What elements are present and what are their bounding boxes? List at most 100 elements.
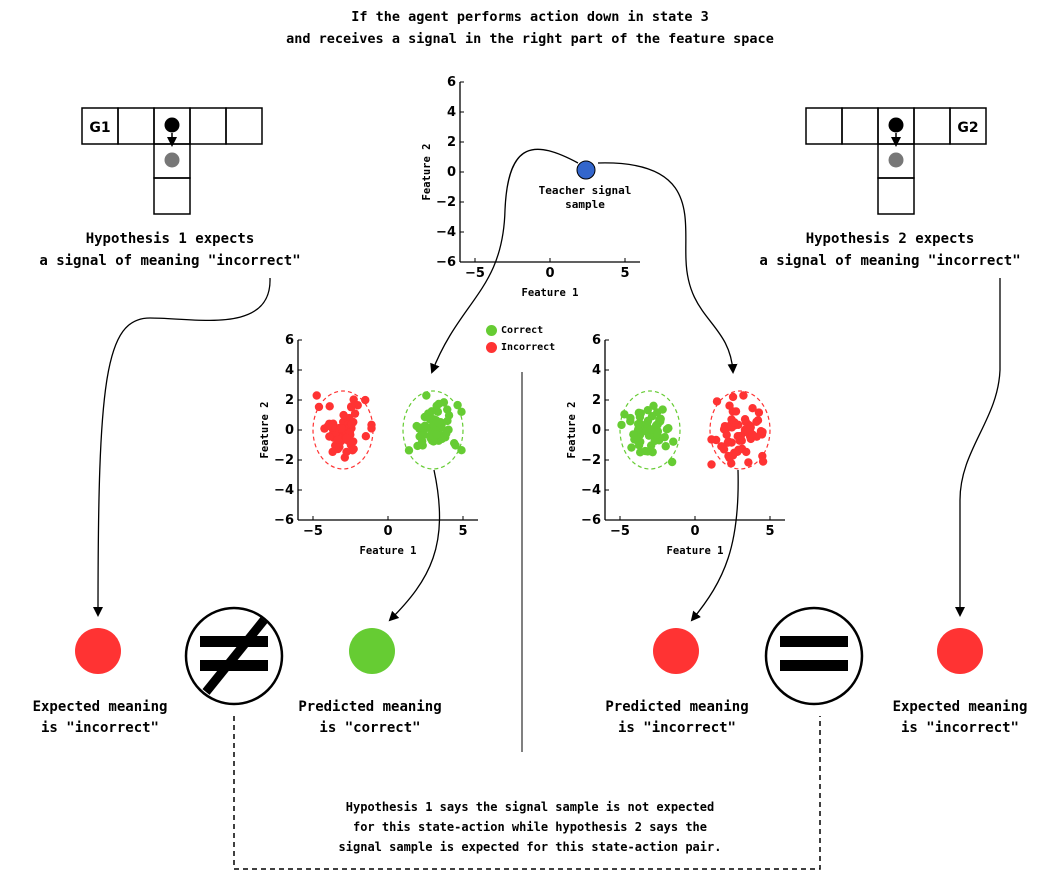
incorrect-point — [735, 436, 744, 445]
y-tick-label: −2 — [581, 453, 601, 468]
incorrect-point — [314, 402, 324, 412]
correct-point — [432, 430, 441, 439]
legend-correct-swatch — [486, 325, 497, 336]
incorrect-point — [707, 435, 716, 444]
y-tick-label: −6 — [436, 255, 456, 270]
correct-point — [453, 400, 462, 410]
conclusion-line-1: Hypothesis 1 says the signal sample is n… — [345, 800, 715, 814]
correct-cluster-boundary — [619, 390, 681, 470]
y-tick-label: 4 — [447, 105, 456, 120]
incorrect-point — [758, 427, 767, 437]
correct-point — [620, 410, 629, 419]
correct-point — [633, 419, 643, 429]
y-tick-label: 4 — [285, 363, 294, 378]
y-axis-label: Feature 2 — [421, 144, 433, 201]
correct-point — [429, 437, 438, 446]
incorrect-point — [731, 407, 741, 416]
arrow-h1-plot-to-predicted — [388, 469, 441, 622]
correct-point — [419, 430, 429, 440]
grid-cell — [913, 107, 951, 145]
correct-point — [658, 405, 667, 414]
correct-point — [442, 429, 451, 438]
x-tick-label: 5 — [765, 524, 774, 539]
y-tick-label: 6 — [285, 333, 294, 348]
expected-meaning-right-line-1: Expected meaning — [892, 699, 1028, 715]
arrow-teacher-to-h1-plot — [430, 148, 579, 374]
incorrect-point — [342, 433, 351, 443]
y-tick-label: 0 — [285, 423, 294, 438]
x-axis-label: Feature 1 — [667, 545, 724, 557]
goal-label-g2: G2 — [957, 120, 978, 136]
x-tick-label: −5 — [465, 266, 485, 281]
title-line-2: and receives a signal in the right part … — [286, 31, 774, 47]
legend: Correct Incorrect — [486, 325, 566, 359]
incorrect-point — [712, 397, 722, 406]
incorrect-point — [728, 392, 738, 402]
agent-next-left — [164, 152, 180, 168]
correct-point — [422, 391, 431, 400]
goal-label-g1: G1 — [89, 120, 110, 136]
conclusion-line-3: signal sample is expected for this state… — [338, 840, 722, 854]
y-tick-label: −6 — [274, 513, 294, 528]
incorrect-point — [333, 435, 343, 444]
y-tick-label: −4 — [581, 483, 601, 498]
x-tick-label: 0 — [545, 266, 554, 281]
agent-current-left — [164, 117, 180, 133]
correct-point — [457, 407, 466, 417]
y-tick-label: −6 — [581, 513, 601, 528]
correct-point — [650, 436, 659, 446]
predicted-meaning-left-line-1: Predicted meaning — [298, 699, 442, 715]
agent-current-right — [888, 117, 904, 133]
x-tick-label: 0 — [383, 524, 392, 539]
incorrect-point — [367, 424, 376, 433]
incorrect-point — [739, 391, 748, 400]
y-axis-label: Feature 2 — [566, 402, 578, 459]
correct-point — [627, 443, 636, 452]
incorrect-point — [722, 430, 731, 440]
conclusion-bracket — [233, 716, 821, 870]
incorrect-point — [361, 431, 371, 441]
x-axis-label: Feature 1 — [360, 545, 417, 557]
correct-point — [661, 442, 670, 451]
conclusion-line-2: for this state-action while hypothesis 2… — [352, 820, 707, 834]
legend-correct-label: Correct — [501, 325, 544, 336]
incorrect-point — [353, 401, 362, 410]
hypothesis-2-line-1: Hypothesis 2 expects — [805, 231, 975, 247]
incorrect-point — [337, 423, 346, 433]
correct-point — [653, 430, 662, 439]
y-tick-label: 0 — [592, 423, 601, 438]
correct-point — [636, 409, 645, 418]
incorrect-point — [350, 409, 360, 418]
correct-point — [420, 421, 430, 430]
incorrect-point — [758, 457, 768, 466]
predicted-meaning-left-line-2: is "correct" — [319, 720, 421, 736]
y-axis-label: Feature 2 — [259, 402, 271, 459]
grid-cell — [841, 107, 879, 145]
x-tick-label: −5 — [610, 524, 630, 539]
incorrect-point — [328, 447, 337, 457]
correct-point — [643, 447, 652, 456]
incorrect-point — [745, 425, 755, 434]
arrow-hypothesis1-to-expected — [93, 277, 271, 617]
teacher-signal-point — [576, 160, 596, 180]
correct-point — [649, 401, 658, 410]
correct-point — [646, 425, 655, 435]
correct-point — [617, 420, 626, 430]
incorrect-point — [339, 410, 348, 420]
correct-point — [418, 441, 427, 450]
incorrect-point — [752, 417, 761, 427]
expected-meaning-left-line-1: Expected meaning — [32, 699, 168, 715]
correct-point — [667, 457, 677, 467]
incorrect-point — [707, 460, 716, 469]
grid-cell — [949, 107, 987, 145]
y-tick-label: 2 — [592, 393, 601, 408]
correct-point — [432, 401, 441, 411]
hypothesis-1-line-1: Hypothesis 1 expects — [85, 231, 255, 247]
y-tick-label: −4 — [274, 483, 294, 498]
y-tick-label: −2 — [436, 195, 456, 210]
incorrect-point — [727, 415, 736, 424]
y-tick-label: 2 — [285, 393, 294, 408]
correct-point — [457, 446, 466, 455]
incorrect-point — [719, 445, 729, 454]
